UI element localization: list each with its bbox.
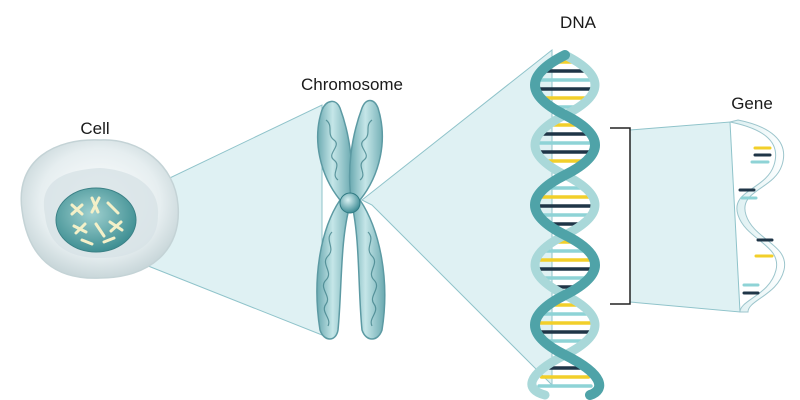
nucleus-chromosomes: [70, 196, 124, 246]
chromatid-right: [348, 99, 386, 340]
label-chromosome: Chromosome: [300, 75, 404, 94]
zoom-cone-dna-to-gene: [629, 121, 741, 313]
gene-bracket: [610, 127, 631, 305]
gene-ribbon: [729, 119, 786, 313]
centromere: [339, 192, 361, 214]
label-dna: DNA: [560, 13, 596, 32]
gene-base-marks: [738, 146, 774, 295]
cell-nucleus: [55, 187, 137, 253]
cell-illustration: [20, 139, 180, 279]
zoom-cone-chromosome-to-dna: [361, 48, 553, 387]
dna-base-pairs: [537, 60, 593, 388]
dna-strand-front: [530, 50, 605, 400]
chromosome-helix-pattern: [322, 119, 378, 327]
label-cell: Cell: [80, 119, 110, 138]
label-gene: Gene: [731, 94, 773, 113]
dna-helix: [527, 50, 605, 400]
chromosome-illustration: [316, 99, 386, 340]
gene-segment: [729, 119, 786, 313]
